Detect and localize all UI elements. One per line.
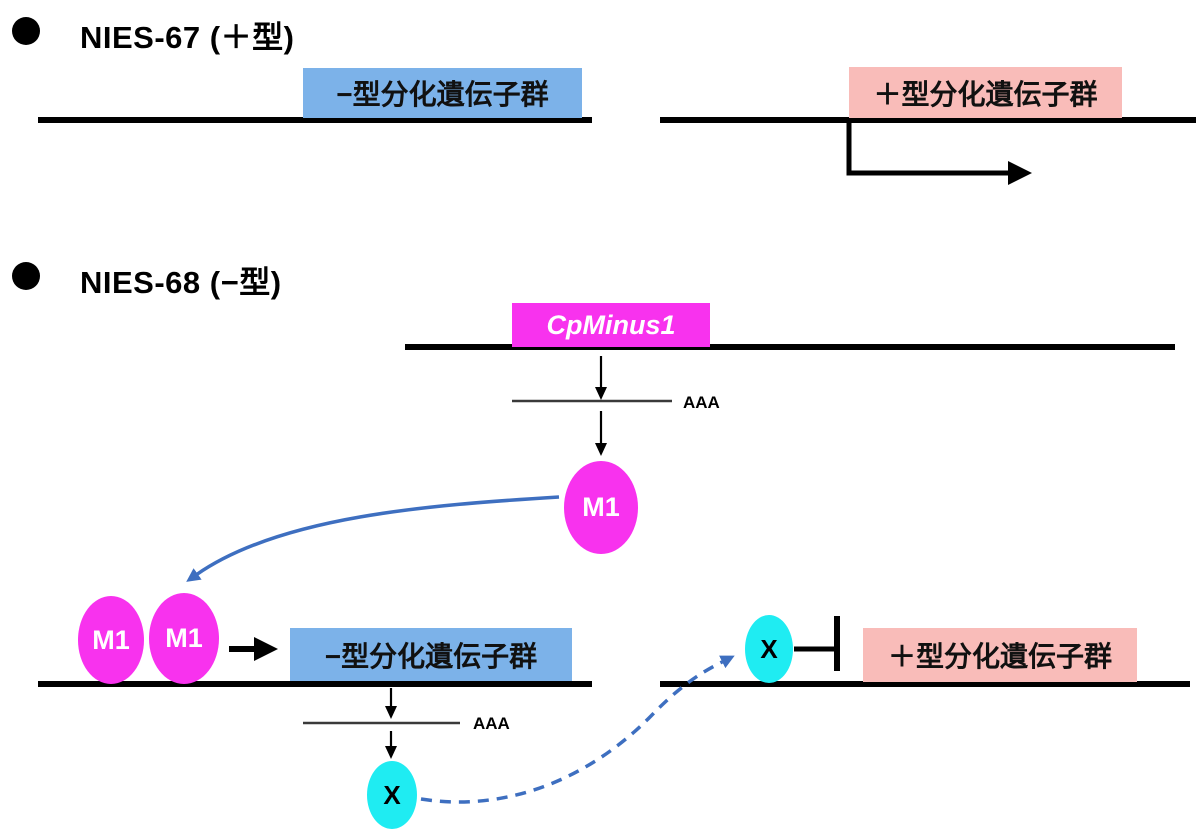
mrna-polya-label-1: AAA bbox=[683, 393, 720, 412]
section-title-nies67: NIES-67 (＋型) bbox=[80, 20, 295, 55]
section-title-nies68: NIES-68 (−型) bbox=[80, 265, 282, 300]
cpminus1-gene-box: CpMinus1 bbox=[512, 303, 710, 347]
x-translocation-dashed-arrow bbox=[420, 655, 735, 804]
bullet-icon bbox=[12, 17, 40, 45]
minus-gene-box-nies67: −型分化遺伝子群 bbox=[303, 68, 582, 118]
mrna-polya-label-2: AAA bbox=[473, 714, 510, 733]
minus-gene-box-nies68: −型分化遺伝子群 bbox=[290, 628, 572, 681]
protein-x-free: X bbox=[367, 761, 417, 829]
protein-m1-bound-1: M1 bbox=[78, 596, 144, 684]
plus-gene-box-nies68: ＋型分化遺伝子群 bbox=[863, 628, 1137, 682]
plus-gene-box-nies67: ＋型分化遺伝子群 bbox=[849, 67, 1122, 118]
protein-x-bound: X bbox=[745, 615, 793, 683]
protein-m1-bound-2: M1 bbox=[149, 593, 219, 684]
bullet-icon bbox=[12, 262, 40, 290]
transcription-bent-arrow bbox=[846, 123, 1032, 185]
m1-binding-curved-arrow bbox=[186, 495, 560, 582]
protein-m1-free: M1 bbox=[564, 461, 638, 554]
